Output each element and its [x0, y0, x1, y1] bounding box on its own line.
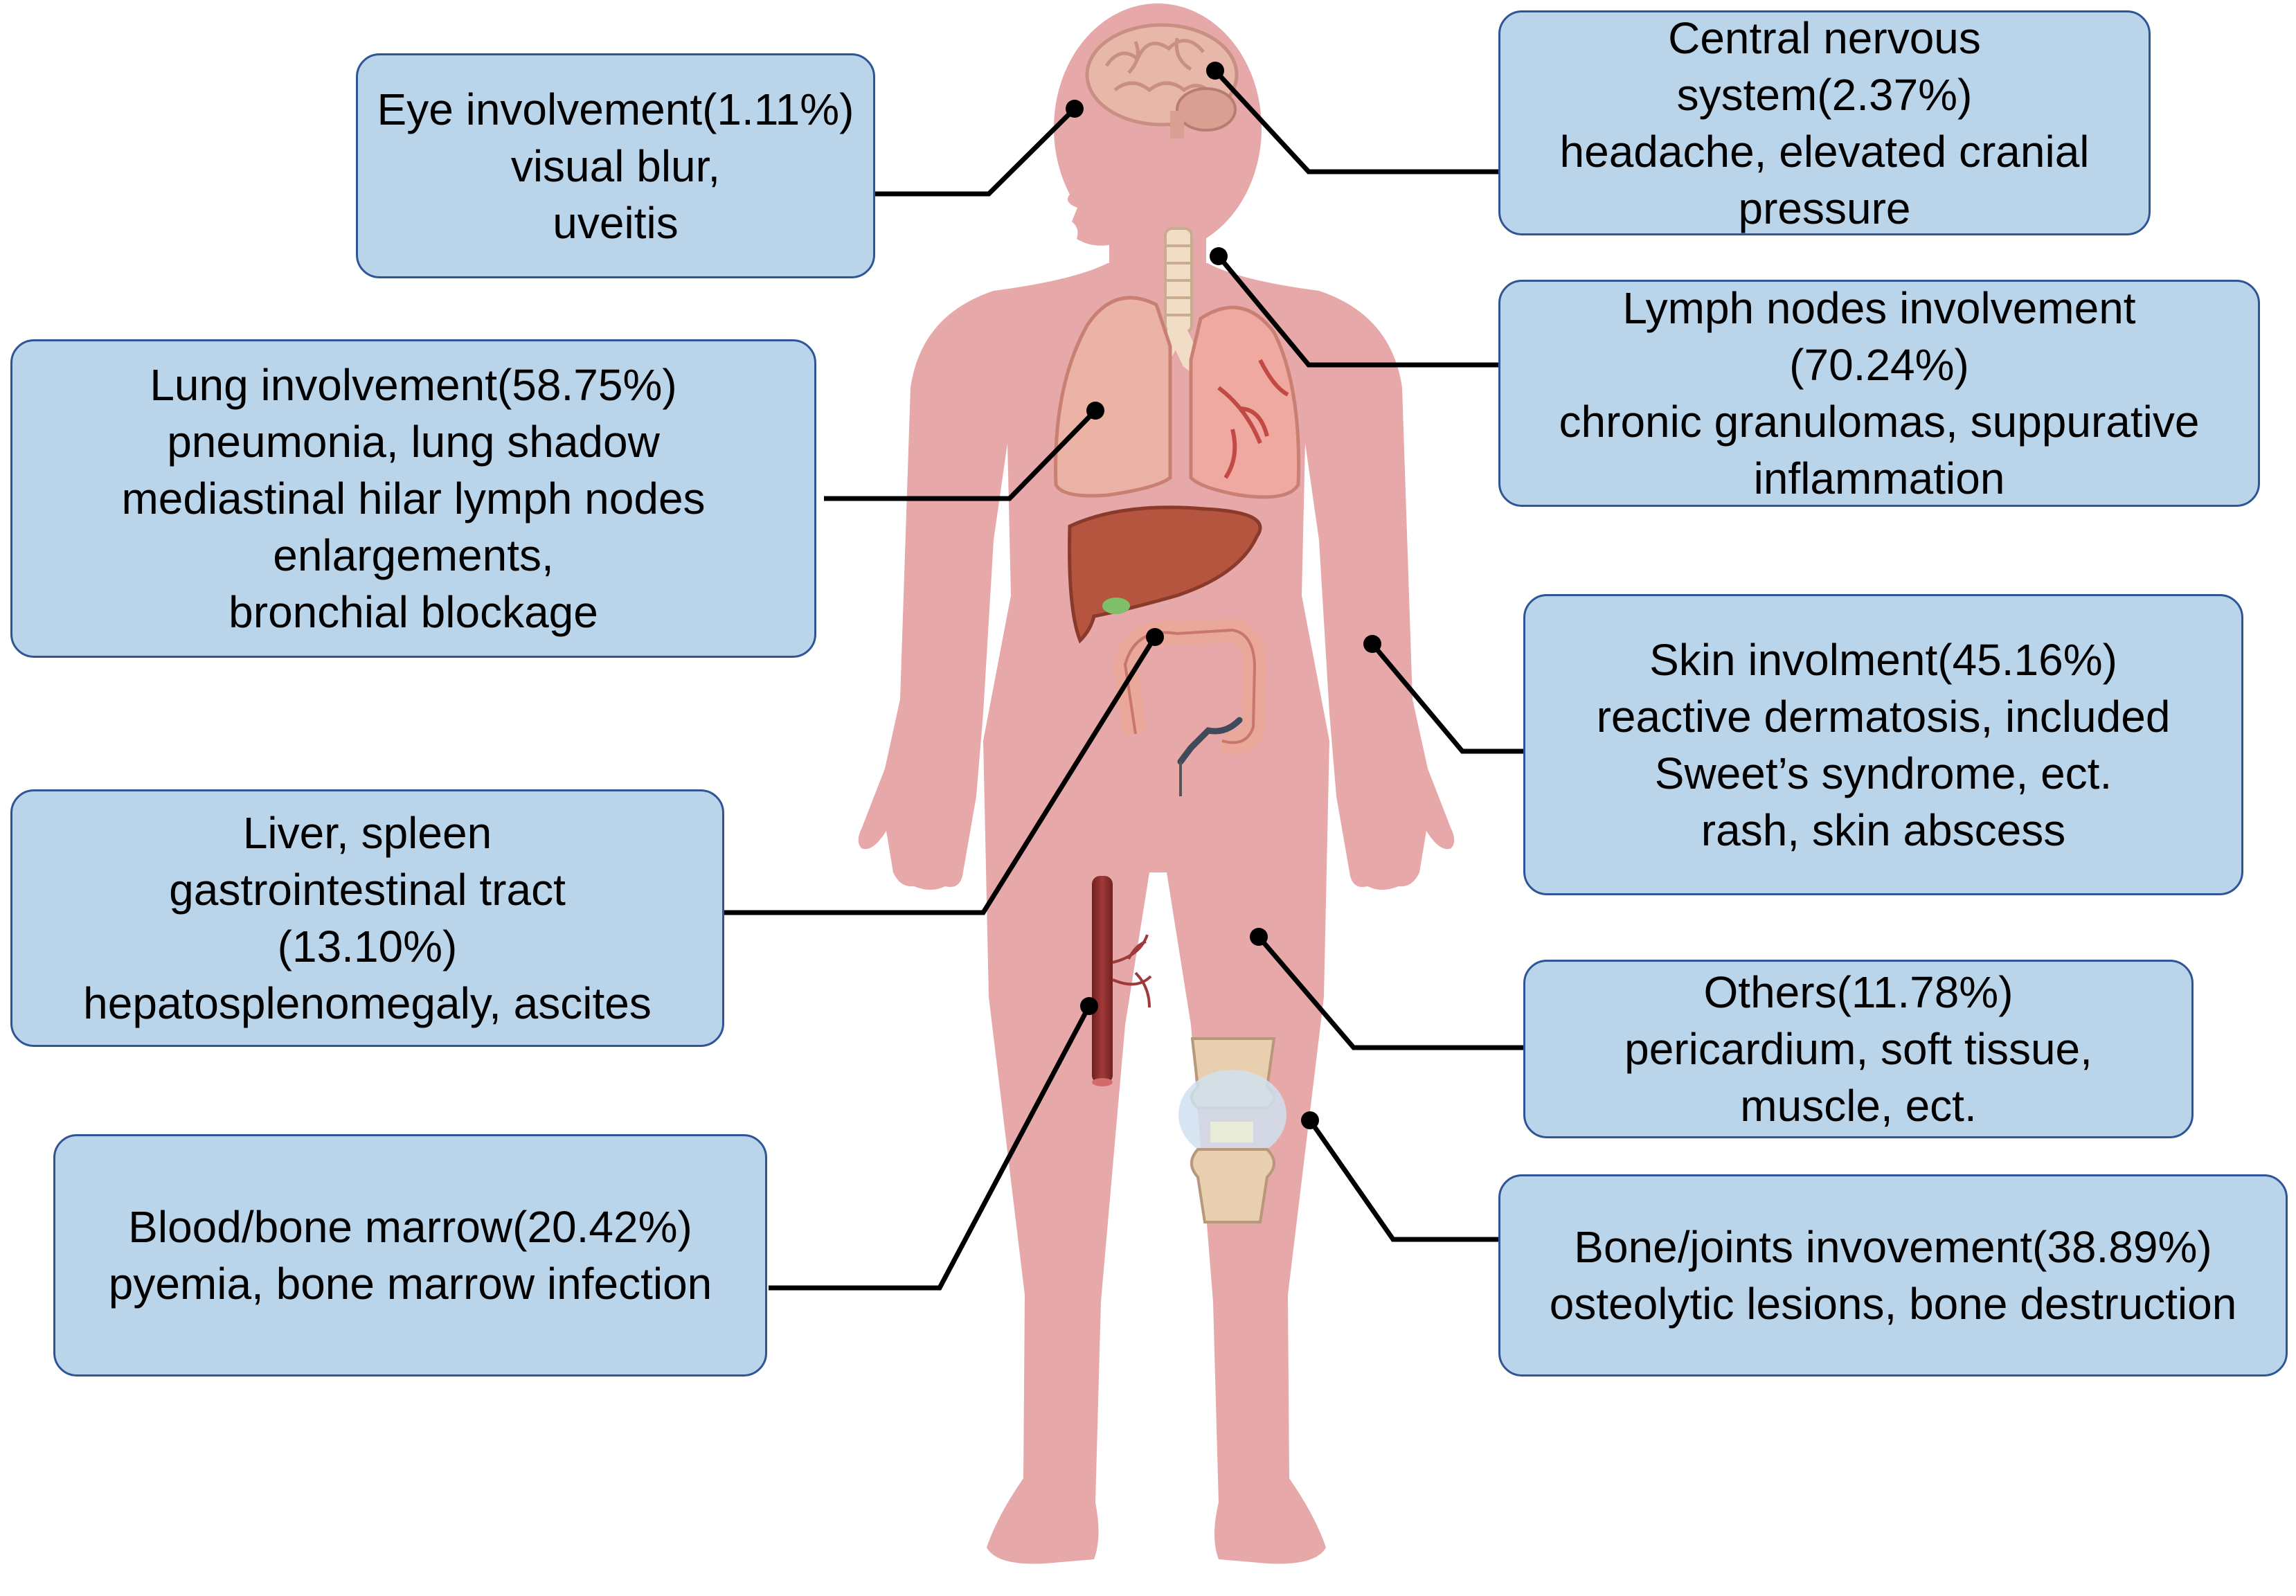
box-line: Lymph nodes involvement: [1622, 283, 2136, 333]
lung-involvement-box: Lung involvement(58.75%) pneumonia, lung…: [10, 339, 816, 658]
brain-icon: [1085, 23, 1239, 138]
box-line: osteolytic lesions, bone destruction: [1549, 1279, 2237, 1329]
box-line: mediastinal hilar lymph nodes: [121, 474, 706, 523]
lungs-icon: [1054, 296, 1301, 499]
blood-bone-marrow-box: Blood/bone marrow(20.42%) pyemia, bone m…: [53, 1134, 767, 1377]
liver-spleen-gi-box: Liver, spleen gastrointestinal tract (13…: [10, 789, 724, 1047]
eye-involvement-box: Eye involvement(1.11%) visual blur, uvei…: [356, 53, 875, 278]
box-line: headache, elevated cranial: [1559, 126, 2090, 177]
connector-lung: [824, 409, 1097, 501]
box-line: Central nervous: [1668, 12, 1981, 63]
connector-bone: [1308, 1118, 1498, 1242]
box-line: uveitis: [553, 197, 679, 248]
box-line: Bone/joints invovement(38.89%): [1574, 1222, 2212, 1272]
box-line: inflammation: [1753, 454, 2005, 503]
connector-liver: [724, 636, 1157, 915]
box-line: pyemia, bone marrow infection: [108, 1259, 712, 1309]
box-line: pericardium, soft tissue,: [1624, 1024, 2092, 1074]
connector-blood: [769, 1005, 1092, 1291]
box-line: visual blur,: [510, 141, 721, 191]
box-line: hepatosplenomegaly, ascites: [83, 978, 652, 1028]
box-line: system(2.37%): [1676, 69, 1973, 120]
knee-joint-icon: [1178, 1037, 1286, 1223]
connectors: [724, 69, 1523, 1291]
box-line: Others(11.78%): [1703, 967, 2014, 1017]
others-box: Others(11.78%) pericardium, soft tissue,…: [1523, 960, 2194, 1138]
box-line: Skin involment(45.16%): [1649, 634, 2117, 685]
box-line: Sweet’s syndrome, ect.: [1654, 748, 2113, 798]
connector-dots: [1066, 62, 1381, 1129]
body-silhouette-icon: [858, 3, 1455, 1564]
connector-lymph: [1217, 254, 1498, 368]
box-line: rash, skin abscess: [1701, 805, 2066, 855]
intestine-icon: [1113, 618, 1266, 796]
box-line: chronic granulomas, suppurative: [1559, 397, 2200, 447]
skin-involvement-box: Skin involment(45.16%) reactive dermatos…: [1523, 594, 2243, 895]
box-line: pneumonia, lung shadow: [167, 417, 660, 467]
box-line: gastrointestinal tract: [169, 865, 566, 915]
lymph-nodes-box: Lymph nodes involvement (70.24%) chronic…: [1498, 280, 2260, 507]
box-line: reactive dermatosis, included: [1596, 691, 2171, 742]
connector-eye: [875, 107, 1077, 197]
box-line: Liver, spleen: [242, 808, 492, 858]
blood-vessel-icon: [1092, 876, 1152, 1086]
cns-box: Central nervous system(2.37%) headache, …: [1498, 10, 2151, 235]
box-line: Lung involvement(58.75%): [150, 360, 677, 410]
box-line: Blood/bone marrow(20.42%): [128, 1202, 692, 1252]
connector-cns: [1213, 69, 1498, 174]
box-line: pressure: [1738, 183, 1911, 233]
box-line: bronchial blockage: [228, 587, 598, 637]
box-line: enlargements,: [273, 530, 554, 580]
box-line: Eye involvement(1.11%): [377, 84, 854, 134]
connector-skin: [1370, 642, 1523, 754]
connector-others: [1257, 935, 1523, 1050]
box-line: (70.24%): [1789, 340, 1969, 390]
box-line: muscle, ect.: [1740, 1081, 1977, 1131]
bone-joints-box: Bone/joints invovement(38.89%) osteolyti…: [1498, 1174, 2288, 1377]
liver-icon: [1068, 505, 1262, 644]
box-line: (13.10%): [277, 922, 458, 971]
